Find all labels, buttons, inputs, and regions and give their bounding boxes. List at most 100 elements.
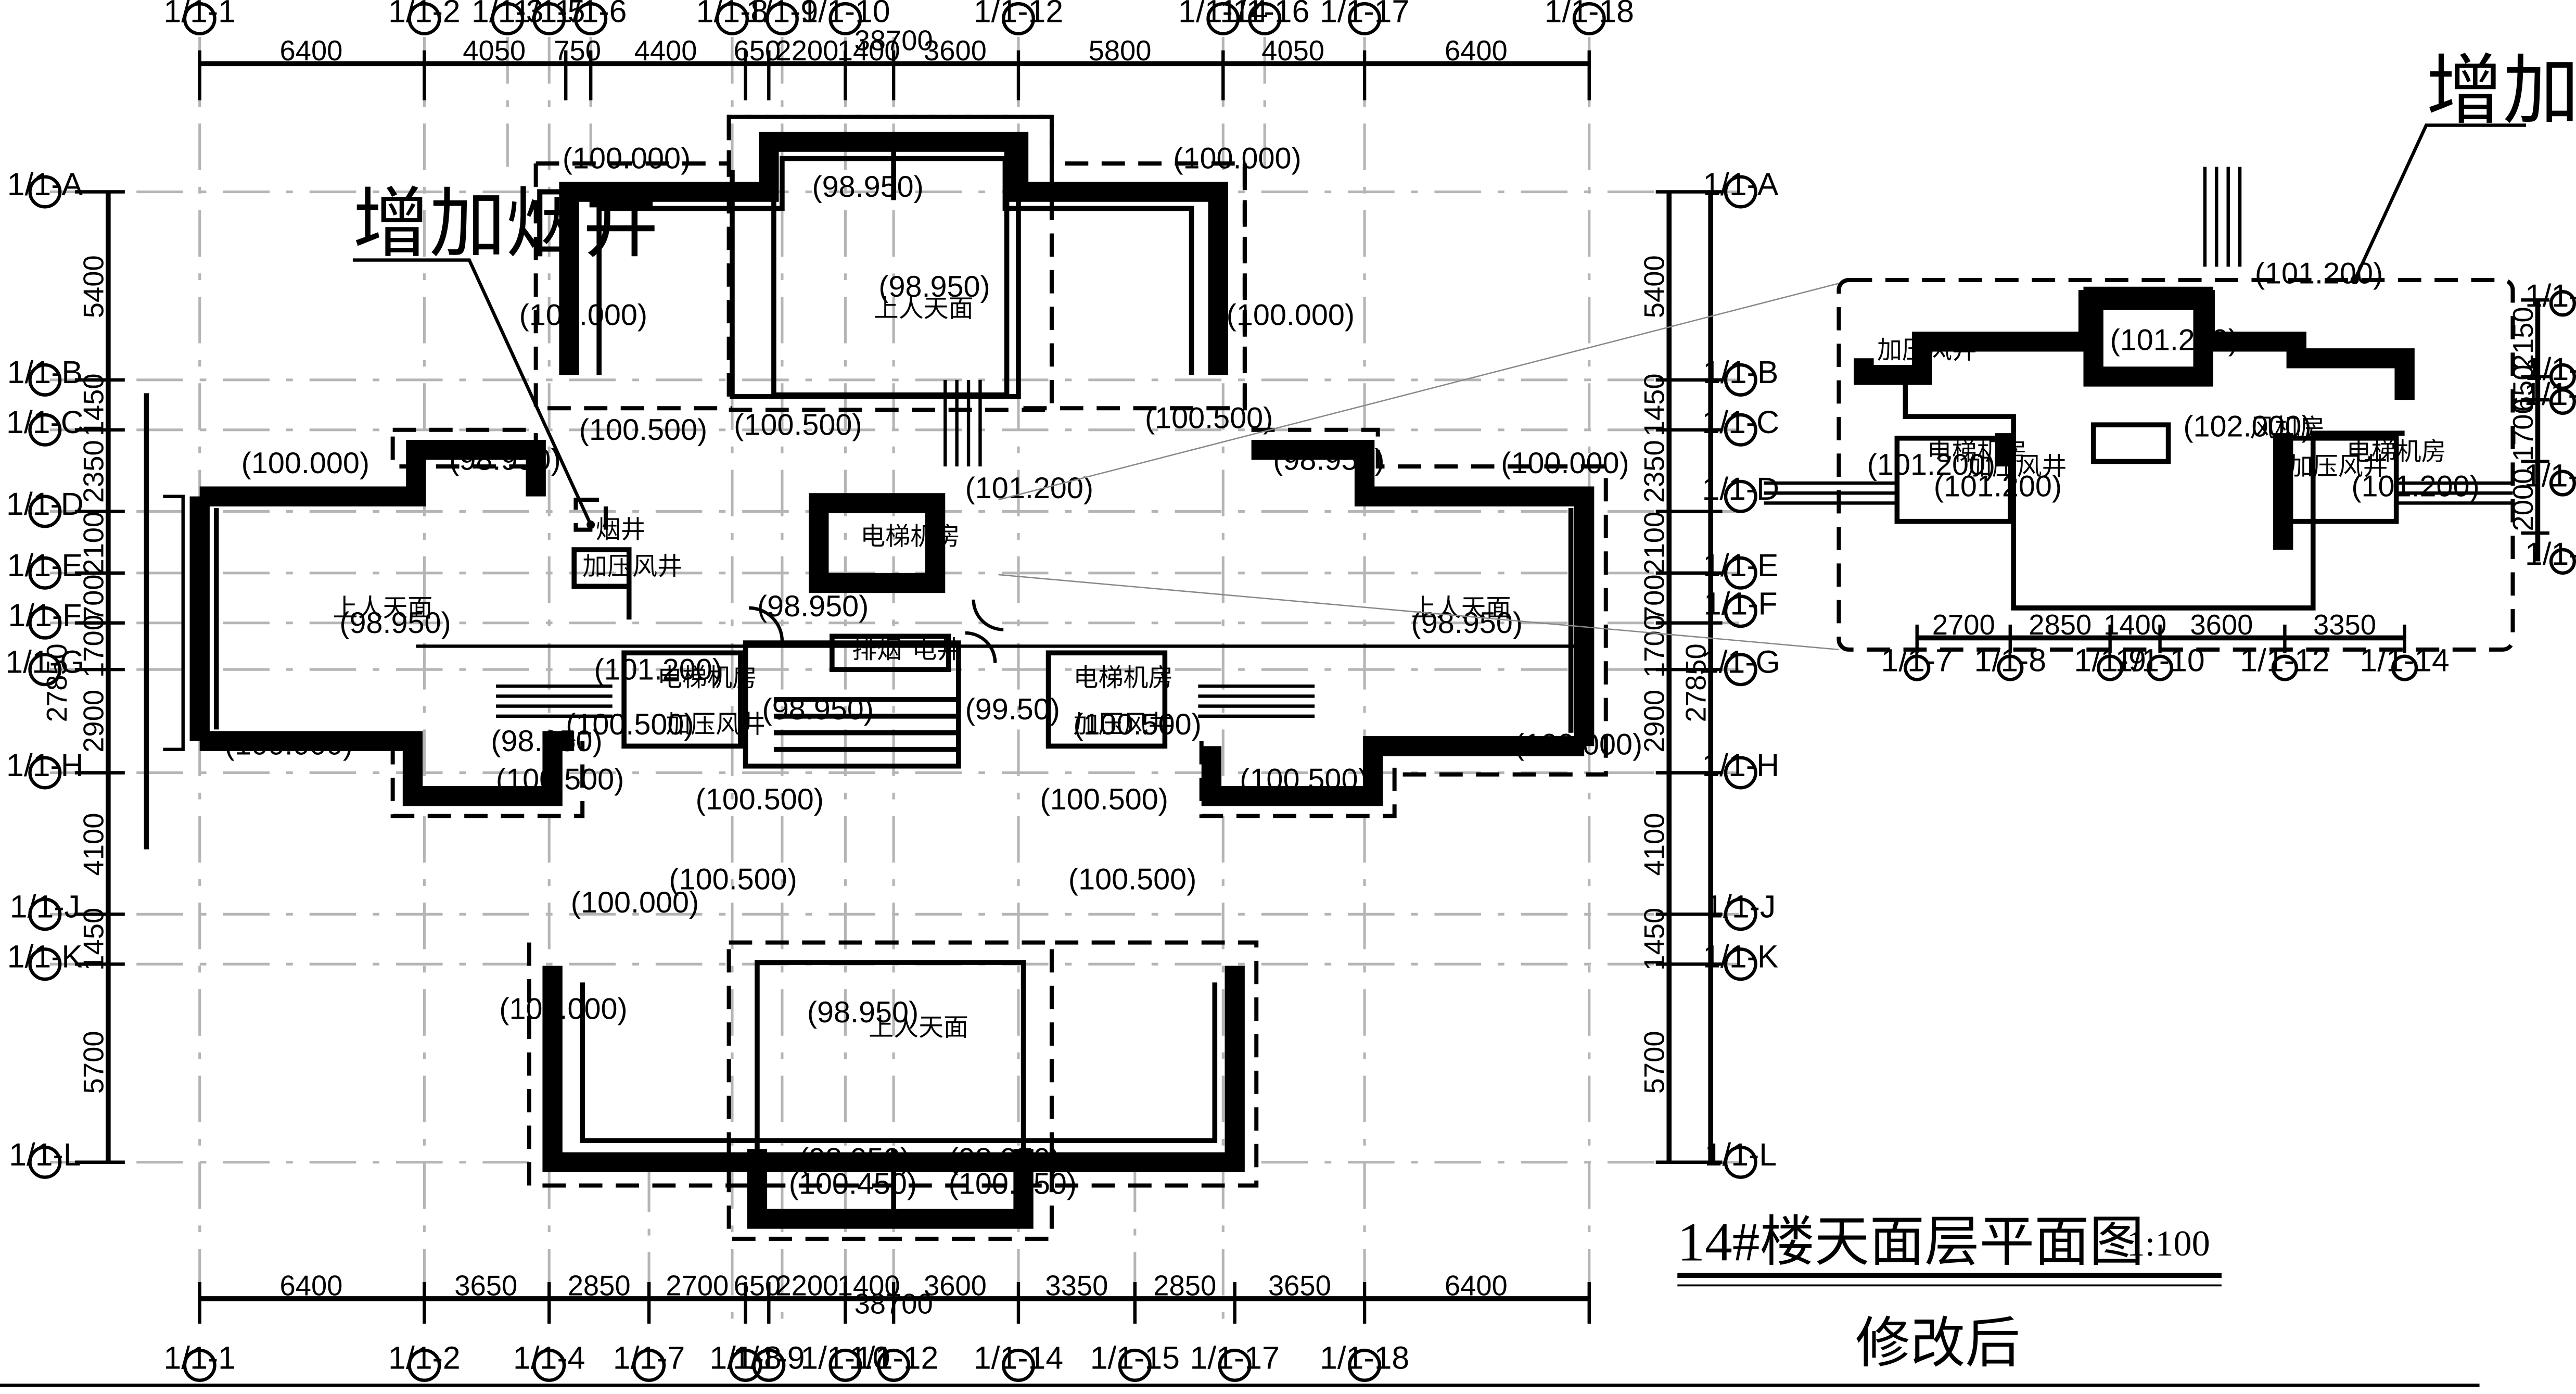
axis-bubble: 1/1-9 [746,0,818,29]
right-dimension-chain: 5400 1450 2350 2100 700 1700 2900 4100 1… [1639,190,1723,1164]
dim-left-10: 5700 [78,1031,109,1094]
elev-tag: (100.000) [499,993,627,1026]
room-label: 电梯机房 [860,523,960,550]
inset-elev: (101.200) [1934,470,2062,503]
axis-grid-lines [49,37,1739,1332]
room-label: 加压风井 [582,553,682,580]
dim-top-7: 1400 [837,35,900,67]
room-label: 风机房 [2250,415,2325,442]
inset-elev: (101.200) [2351,470,2479,503]
dim-bottom-3: 2850 [568,1270,631,1302]
room-label: 加压风井 [666,711,766,739]
axis-bubble: 1/1-D [2524,458,2576,493]
inset-dim: 650 [2507,364,2539,412]
axis-bubble: 1/1-12 [2240,642,2329,678]
dim-bottom-10: 2850 [1153,1270,1216,1302]
axis-bubble: 1/1-2 [388,0,460,29]
axis-bubble: 1/1-A [7,167,83,202]
axis-bubble: 1/1-12 [974,0,1063,29]
dim-left-3: 2350 [78,440,109,503]
smoke-shaft-note: 增加烟井 [353,182,659,267]
elev-tag: (98.950) [757,590,869,623]
dim-left-9: 1450 [78,908,109,971]
axis-bubble: 1/1-E [1703,548,1778,583]
right-axis-bubbles: 1/1-A 1/1-B 1/1-C 1/1-D 1/1-E 1/1-F 1/1-… [1701,167,1780,1179]
inset-dim: 1400 [2103,609,2166,641]
axis-bubble: 1/1-G [1701,644,1780,680]
axis-bubble: 1/1-F [8,598,82,633]
elev-tag: (100.000) [1227,298,1355,332]
axis-bubble: 1/1-1 [163,1340,235,1375]
room-label: 加压风井 [1074,711,1174,739]
elev-tag: (98.950) [449,443,560,477]
elev-tag: (100.450) [789,1168,917,1201]
axis-bubble: 1/1-7 [613,1340,685,1375]
axis-bubble: 1/1-C [6,404,84,440]
dim-bottom-9: 3350 [1045,1270,1108,1302]
dim-right-9: 1450 [1639,908,1670,971]
elev-tag: (100.000) [563,142,691,175]
drawing-scale: 1:100 [2127,1223,2210,1264]
elev-tag: (100.500) [734,408,862,441]
axis-bubble: 1/1-C [1702,404,1779,440]
elev-tag: (98.950) [762,693,874,726]
elev-tag: (100.000) [241,447,369,480]
dim-left-2: 1450 [78,373,109,436]
axis-bubble: 1/1-F [1704,586,1778,622]
dim-top-4: 4400 [634,35,697,67]
drawing-title: 14#楼天面层平面图 [1677,1211,2144,1272]
room-labels: 上人天面 上人天面 上人天面 上人天面 电梯机房 加压风井 电梯机房 加压风井 … [333,295,1511,1041]
axis-bubble: 1/1-16 [1220,0,1309,29]
dim-right-10: 5700 [1639,1031,1670,1094]
axis-bubble: 1/1-5 [513,0,585,29]
door-swings [748,599,1004,663]
room-label: 加压风井 [1967,453,2067,480]
axis-bubble: 1/1-D [1702,471,1779,506]
top-dimension-chain: 38700 6400 4050 750 4400 650 2200 1400 3… [198,25,1591,100]
building-roof-plan [163,115,1608,1241]
dim-top-8: 3600 [924,35,987,67]
axis-bubble: 1/1-8 [709,1340,781,1375]
elev-tag: (98.950) [949,1143,1060,1176]
axis-bubble: 1/1-K [7,939,83,974]
left-dimension-chain: 5400 1450 2350 2100 700 1700 2900 4100 1… [41,190,149,1164]
elev-tag: (98.950) [807,996,919,1029]
elev-tag: (100.500) [1068,863,1196,896]
elev-tag: (100.500) [1240,763,1368,796]
room-label: 加压风井 [1877,336,1977,364]
revision-note: 修改后 [1855,1313,2020,1374]
dim-bottom-4: 2700 [666,1270,729,1302]
dim-left-1: 5400 [78,255,109,318]
inset-dim: 2150 [2507,307,2539,370]
stair-hatching [163,379,1315,751]
fan-room-inset: (101.200) (101.200) (102.000) (101.200) … [1764,49,2576,681]
inset-elev: (101.200) [2110,323,2238,357]
elev-tag: (98.950) [799,1143,910,1176]
room-label: 电井 [912,636,962,664]
dim-top-9: 5800 [1089,35,1152,67]
axis-bubble: 1/1-4 [513,1340,585,1375]
dim-top-3: 750 [554,35,601,67]
dim-top-total: 38700 [855,25,933,57]
room-label: 排烟 [852,636,902,664]
axis-bubble: 1/1-J [1705,889,1776,924]
elev-tag: (99.50) [965,693,1060,726]
dim-bottom-6: 2200 [775,1270,838,1302]
dim-left-6: 1700 [78,615,109,678]
dim-right-3: 2350 [1639,440,1670,503]
inset-dim: 3350 [2313,609,2376,641]
elev-tag: (98.950) [812,170,923,204]
axis-bubble: 1/1-A [2525,278,2576,313]
elev-tag: (101.200) [594,653,722,686]
dim-bottom-8: 3600 [924,1270,987,1302]
room-label: 加压风井 [2288,453,2388,480]
elev-tag: (98.950) [491,725,602,758]
axis-bubble: 1/1-L [9,1137,81,1172]
room-label: 电梯机房 [1927,438,2027,465]
dim-right-5: 700 [1639,574,1670,622]
smoke-shaft-callout: 增加烟井 [352,182,659,529]
dim-right-6: 1700 [1639,615,1670,678]
room-label: 上人天面 [1411,594,1511,622]
dim-right-1: 5400 [1639,255,1670,318]
axis-bubble: 1/1-9 [2074,642,2146,678]
